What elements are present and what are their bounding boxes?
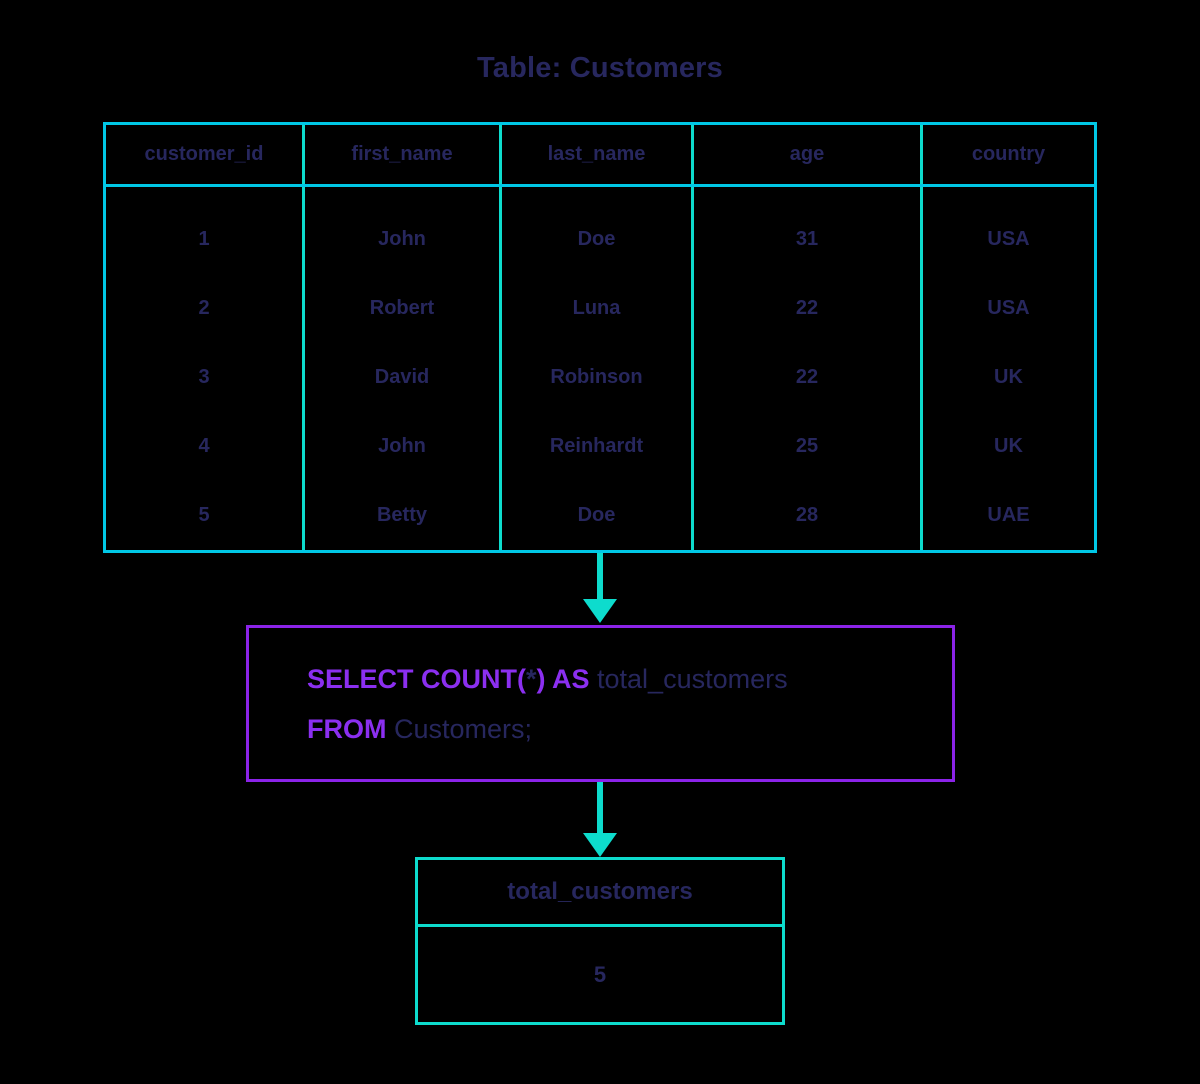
table-column-age: 31 22 22 25 28 (691, 187, 920, 550)
sql-query-box: SELECT COUNT(*) AS total_customers FROM … (246, 625, 955, 782)
sql-line-2: FROM Customers; (307, 704, 952, 754)
table-cell: 1 (198, 228, 210, 250)
table-cell: John (378, 435, 426, 457)
table-cell: 22 (795, 297, 819, 319)
column-header-label: country (971, 143, 1046, 165)
sql-identifier: Customers; (394, 713, 533, 744)
table-cell: 5 (198, 504, 210, 526)
result-table: total_customers 5 (415, 857, 785, 1025)
sql-keyword: SELECT COUNT( (307, 663, 526, 694)
table-header-cell-age: age (691, 125, 920, 184)
table-cell: Doe (577, 228, 616, 250)
table-column-country: USA USA UK UK UAE (920, 187, 1094, 550)
arrow-down-icon-table-to-query (0, 553, 1200, 625)
table-cell: Reinhardt (549, 435, 644, 457)
table-cell: USA (987, 228, 1030, 250)
sql-star-token: * (526, 663, 537, 694)
result-table-cell: 5 (593, 961, 607, 987)
table-header-row: customer_id first_name last_name age cou… (106, 125, 1094, 187)
table-cell: 31 (795, 228, 819, 250)
table-header-cell-customer-id: customer_id (106, 125, 302, 184)
table-cell: 3 (198, 366, 210, 388)
table-cell: USA (987, 297, 1030, 319)
result-table-body-row: 5 (418, 927, 782, 1022)
table-cell: 28 (795, 504, 819, 526)
table-cell: UK (994, 435, 1023, 457)
table-cell: Robert (369, 297, 435, 319)
result-table-header-row: total_customers (418, 860, 782, 927)
table-cell: Betty (376, 504, 427, 526)
customers-table: customer_id first_name last_name age cou… (103, 122, 1097, 553)
table-cell: John (378, 228, 426, 250)
table-cell: UAE (987, 504, 1030, 526)
table-cell: 2 (198, 297, 210, 319)
table-header-cell-last-name: last_name (499, 125, 691, 184)
sql-keyword: FROM (307, 713, 394, 744)
column-header-label: age (789, 143, 825, 165)
table-cell: 25 (795, 435, 819, 457)
table-header-cell-country: country (920, 125, 1094, 184)
sql-identifier: total_customers (597, 663, 788, 694)
column-header-label: first_name (351, 143, 453, 165)
table-cell: 4 (198, 435, 210, 457)
sql-line-1: SELECT COUNT(*) AS total_customers (307, 654, 952, 704)
table-cell: UK (994, 366, 1023, 388)
table-cell: Luna (572, 297, 621, 319)
table-cell: 22 (795, 366, 819, 388)
table-header-cell-first-name: first_name (302, 125, 499, 184)
table-column-last-name: Doe Luna Robinson Reinhardt Doe (499, 187, 691, 550)
column-header-label: customer_id (144, 143, 264, 165)
table-column-customer-id: 1 2 3 4 5 (106, 187, 302, 550)
arrow-down-icon-query-to-result (0, 782, 1200, 858)
result-column-header-label: total_customers (507, 878, 693, 905)
table-column-first-name: John Robert David John Betty (302, 187, 499, 550)
page-title: Table: Customers (477, 52, 723, 84)
table-cell: Doe (577, 504, 616, 526)
table-cell: David (374, 366, 430, 388)
table-body: 1 2 3 4 5 John Robert David John Betty D… (106, 187, 1094, 550)
column-header-label: last_name (547, 143, 646, 165)
table-cell: Robinson (550, 366, 643, 388)
sql-keyword: ) AS (536, 663, 598, 694)
